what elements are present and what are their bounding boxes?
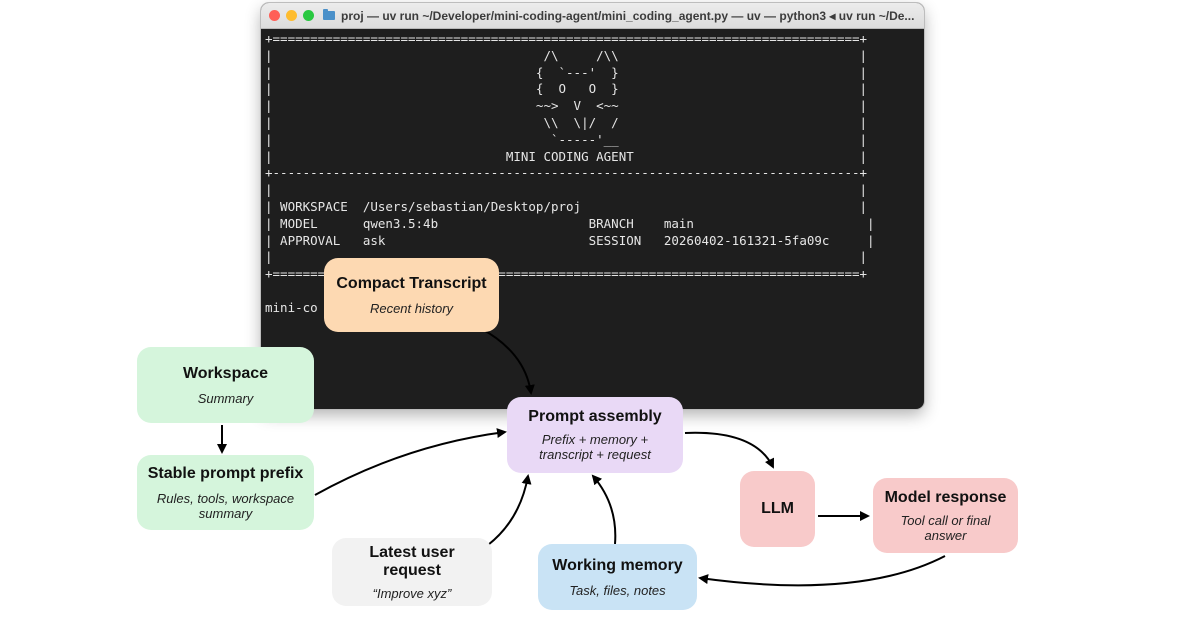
terminal-window: proj — uv run ~/Developer/mini-coding-ag… [261, 3, 924, 409]
model-response-box: Model response Tool call or final answer [873, 478, 1018, 553]
working-memory-subtitle: Task, files, notes [569, 582, 666, 598]
arrow-compact-to-prompt [479, 327, 535, 395]
stable-prompt-prefix-box: Stable prompt prefix Rules, tools, works… [137, 455, 314, 530]
llm-title: LLM [761, 500, 794, 517]
stable-prompt-prefix-subtitle: Rules, tools, workspace summary [156, 490, 295, 521]
window-title: proj — uv run ~/Developer/mini-coding-ag… [341, 9, 915, 23]
agent-banner: +=======================================… [265, 31, 868, 198]
compact-transcript-box: Compact Transcript Recent history [324, 258, 499, 332]
arrow-memory-to-prompt [591, 474, 617, 545]
workspace-subtitle: Summary [197, 390, 254, 406]
model-response-subtitle: Tool call or final answer [900, 512, 991, 543]
prompt-assembly-subtitle: Prefix + memory + transcript + request [539, 432, 651, 462]
prompt-assembly-title: Prompt assembly [528, 408, 662, 425]
arrow-response-to-memory [698, 555, 946, 587]
stable-prompt-prefix-title: Stable prompt prefix [147, 464, 304, 482]
arrow-prefix-to-prompt [314, 428, 507, 496]
workspace-box: Workspace Summary [137, 347, 314, 423]
close-window-button[interactable] [269, 10, 280, 21]
workspace-title: Workspace [182, 364, 269, 382]
latest-user-request-box: Latest user request “Improve xyz” [332, 538, 492, 606]
prompt-assembly-box: Prompt assembly Prefix + memory + transc… [507, 397, 683, 473]
folder-icon [323, 9, 335, 20]
terminal-prompt[interactable]: mini-co [265, 299, 318, 315]
latest-user-request-title: Latest user request [369, 543, 455, 579]
llm-box: LLM [740, 471, 815, 547]
compact-transcript-subtitle: Recent history [369, 300, 454, 316]
working-memory-title: Working memory [552, 556, 683, 574]
model-response-title: Model response [884, 488, 1007, 506]
arrow-user-to-prompt [487, 474, 532, 546]
window-titlebar: proj — uv run ~/Developer/mini-coding-ag… [261, 3, 924, 29]
zoom-window-button[interactable] [303, 10, 314, 21]
compact-transcript-title: Compact Transcript [336, 274, 487, 292]
minimize-window-button[interactable] [286, 10, 297, 21]
arrow-prompt-to-llm [684, 431, 774, 469]
working-memory-box: Working memory Task, files, notes [538, 544, 697, 610]
latest-user-request-subtitle: “Improve xyz” [372, 585, 452, 601]
